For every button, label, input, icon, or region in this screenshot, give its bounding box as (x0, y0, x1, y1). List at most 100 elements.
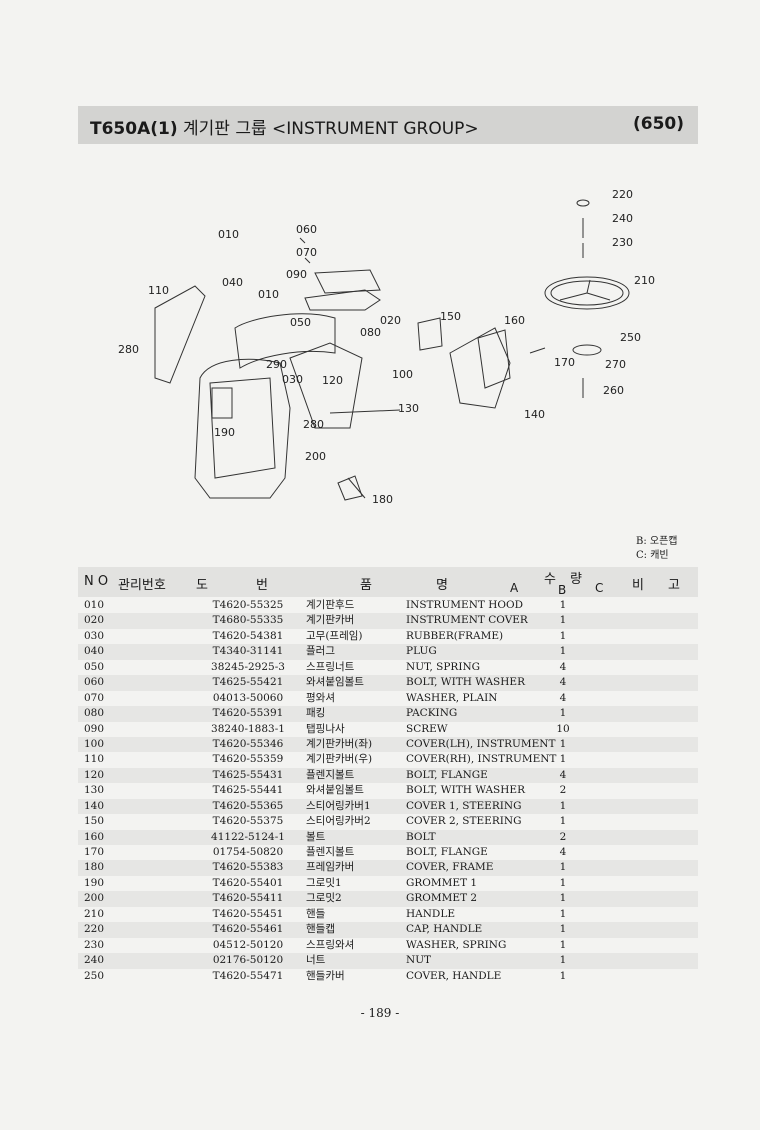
part-number: T4620-55375 (212, 815, 284, 828)
part-name-en: CAP, HANDLE (406, 923, 483, 936)
part-name-kr: 와셔붙임볼트 (306, 676, 364, 689)
header-a: A (510, 581, 519, 595)
part-number: 04512-50120 (212, 938, 284, 951)
svg-text:080: 080 (360, 326, 381, 339)
part-no: 020 (84, 614, 105, 627)
quantity: 4 (559, 846, 567, 858)
part-no: 240 (84, 954, 105, 967)
part-no: 210 (84, 907, 105, 920)
part-no: 160 (84, 830, 105, 843)
part-number: T4625-55441 (212, 784, 284, 797)
part-name-kr: 탭핑나사 (306, 722, 345, 735)
part-no: 010 (84, 599, 105, 611)
svg-text:130: 130 (398, 402, 419, 415)
part-name-kr: 스티어링카버1 (306, 799, 371, 812)
svg-text:020: 020 (380, 314, 401, 327)
quantity: 4 (559, 691, 567, 704)
part-name-en: NUT (406, 954, 432, 967)
part-number: T4620-55346 (212, 737, 284, 750)
part-name-en: COVER, FRAME (406, 861, 494, 874)
part-no: 100 (84, 737, 105, 750)
svg-text:270: 270 (605, 358, 626, 371)
header-do: 도 (196, 578, 208, 593)
part-name-en: GROMMET 2 (406, 892, 478, 905)
table-header: N O 관리번호 도 번 품 명 수 량 A B C 비 고 (78, 567, 698, 597)
part-no: 080 (84, 707, 105, 720)
legend-c: C: 캐빈 (636, 550, 669, 561)
part-name-en: HANDLE (406, 907, 455, 920)
header-no: N O (84, 574, 109, 589)
quantity: 2 (559, 784, 567, 797)
svg-text:190: 190 (214, 426, 235, 439)
svg-text:220: 220 (612, 188, 633, 201)
page-number: - 189 - (360, 1006, 400, 1020)
part-name-en: BOLT (406, 830, 436, 843)
part-number: T4625-55421 (212, 676, 284, 689)
svg-text:230: 230 (612, 236, 633, 249)
legend-b: B: 오픈캡 (636, 536, 678, 547)
part-name-en: NUT, SPRING (406, 660, 481, 673)
part-name-kr: 평와셔 (306, 691, 335, 704)
part-name-en: WASHER, SPRING (406, 938, 507, 951)
part-number: T4620-55359 (212, 753, 284, 766)
part-name-en: COVER 1, STEERING (406, 799, 522, 812)
svg-text:050: 050 (290, 316, 311, 329)
svg-text:150: 150 (440, 310, 461, 323)
svg-text:210: 210 (634, 274, 655, 287)
part-no: 040 (84, 645, 105, 658)
svg-text:040: 040 (222, 276, 243, 289)
part-number: T4620-55451 (212, 907, 284, 920)
part-no: 050 (84, 660, 105, 673)
part-number: T4620-55383 (212, 861, 284, 874)
header-mgmt: 관리번호 (118, 578, 166, 593)
quantity: 1 (559, 861, 567, 874)
part-number: T4620-55365 (212, 799, 284, 812)
part-name-kr: 플렌지볼트 (306, 768, 355, 781)
part-name-en: INSTRUMENT COVER (406, 614, 528, 627)
header-b: B (558, 583, 567, 597)
part-number: T4620-55325 (212, 599, 284, 611)
part-no: 170 (84, 846, 105, 858)
quantity: 1 (559, 707, 567, 720)
quantity: 1 (559, 753, 567, 766)
part-no: 070 (84, 691, 105, 704)
part-no: 060 (84, 676, 105, 689)
quantity: 1 (559, 737, 567, 750)
svg-text:010: 010 (218, 228, 239, 241)
quantity: 1 (559, 954, 567, 967)
part-name-kr: 볼트 (306, 830, 326, 843)
quantity: 1 (559, 645, 567, 658)
quantity: 1 (559, 907, 567, 920)
svg-text:200: 200 (305, 450, 326, 463)
part-no: 250 (84, 969, 105, 982)
part-name-en: WASHER, PLAIN (406, 691, 498, 704)
header-go: 고 (668, 578, 680, 593)
svg-text:100: 100 (392, 368, 413, 381)
quantity: 4 (559, 660, 567, 673)
part-name-kr: 계기판카버(우) (306, 753, 373, 766)
part-number: T4620-55471 (212, 969, 284, 982)
callout-labels: 010 060 070 090 040 010 110 050 080 020 … (118, 188, 655, 506)
part-name-en: INSTRUMENT HOOD (406, 599, 524, 611)
part-no: 130 (84, 784, 105, 797)
group-title: 계기판 그룹 <INSTRUMENT GROUP> (183, 119, 479, 139)
part-name-en: BOLT, WITH WASHER (406, 784, 525, 797)
part-name-kr: 스프링너트 (306, 660, 355, 673)
quantity: 1 (559, 969, 567, 982)
legend: B: 오픈캡 C: 캐빈 (636, 535, 678, 563)
parts-diagram-svg: 010 060 070 090 040 010 110 050 080 020 … (118, 188, 655, 506)
part-number: 04013-50060 (212, 691, 284, 704)
svg-text:250: 250 (620, 331, 641, 344)
part-name-en: BOLT, FLANGE (406, 768, 488, 781)
